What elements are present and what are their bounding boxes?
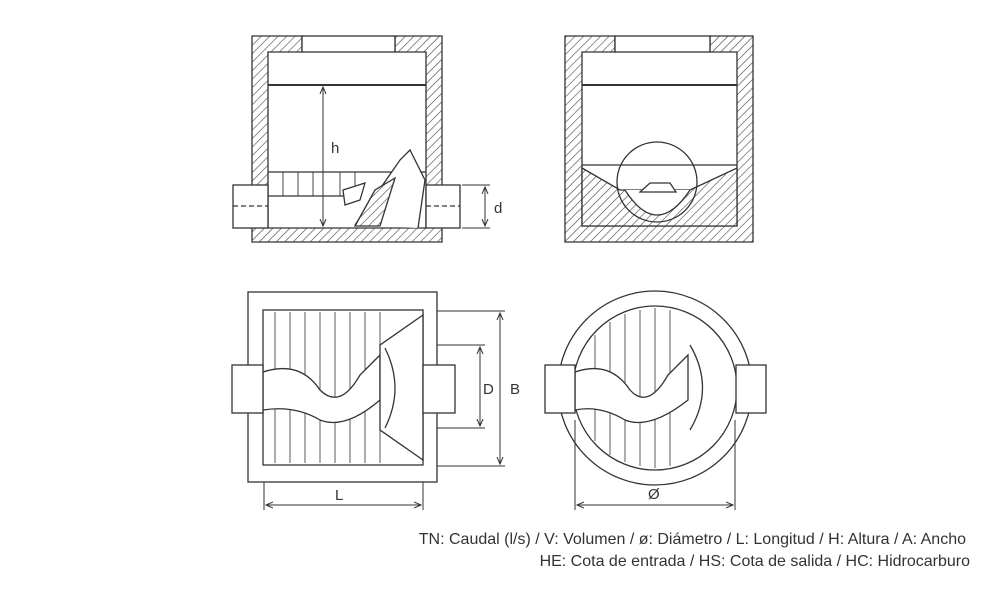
- rectangular-plan-view: [231, 291, 505, 510]
- rectangular-section-view: [232, 35, 490, 243]
- pipe-diameter-label: d: [494, 200, 502, 217]
- length-label: L: [335, 487, 343, 504]
- legend-line-1: TN: Caudal (l/s) / V: Volumen / ø: Diáme…: [418, 531, 966, 548]
- height-label: h: [331, 140, 339, 157]
- circular-section-view: [564, 35, 754, 243]
- outer-diameter-label: Ø: [648, 486, 660, 503]
- diameter-D-label: D: [483, 381, 494, 398]
- legend-line-2: HE: Cota de entrada / HS: Cota de salida…: [539, 553, 970, 570]
- circular-plan-view: [544, 290, 767, 510]
- width-B-label: B: [510, 381, 520, 398]
